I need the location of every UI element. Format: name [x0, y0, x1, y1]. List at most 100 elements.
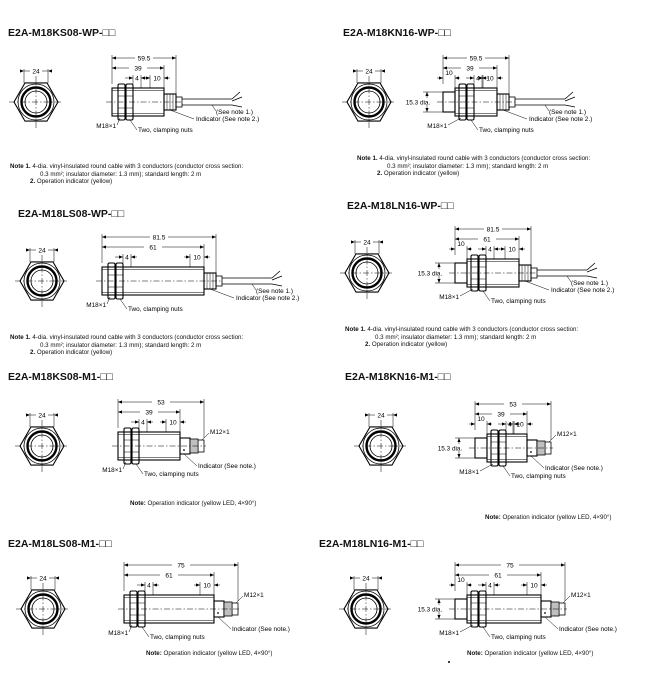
label-clamping-nuts: Two, clamping nuts [479, 127, 534, 134]
dim-overall-length: 81.5 [153, 234, 166, 241]
panel-title: E2A-M18LS08-M1-□□ [8, 538, 112, 550]
dim-sensing-head-length: 10 [457, 241, 465, 248]
dim-thread-stub: 4 [141, 419, 145, 426]
dim-body-length: 39 [145, 409, 153, 416]
note-prefix: Note: [146, 650, 162, 657]
cable [222, 277, 272, 285]
indicator-led [544, 612, 546, 614]
dimension-drawing: 24(See note 1.)Indicator (See note 2.)M1… [340, 225, 614, 305]
dim-thread-stub: 4 [125, 254, 129, 261]
note-line: 0.3 mm²; insulator diameter: 1.3 mm); st… [357, 163, 590, 171]
note-text: 0.3 mm²; insulator diameter: 1.3 mm); st… [40, 170, 202, 178]
note-text: Operation indicator (yellow) [383, 170, 460, 178]
dim-hex-width: 24 [38, 412, 46, 419]
dim-sensing-head-length: 10 [477, 416, 485, 423]
panel-notes: Note: Operation indicator (yellow LED, 4… [130, 500, 256, 508]
dim-hex-width: 24 [362, 575, 370, 582]
label-clamping-nuts: Two, clamping nuts [150, 634, 205, 641]
dim-overall-length: 75 [506, 562, 514, 569]
note-line: 2. Operation indicator (yellow) [357, 170, 590, 178]
dim-overall-length: 81.5 [487, 226, 500, 233]
label-m12-thread: M12×1 [557, 431, 577, 438]
panel-title: E2A-M18LS08-WP-□□ [18, 208, 125, 220]
label-m18-thread: M18×1 [96, 123, 116, 130]
indicator-led [530, 451, 532, 453]
panel-title: E2A-M18LN16-M1-□□ [319, 538, 424, 550]
dim-body-length: 39 [466, 65, 474, 72]
dim-sensing-diameter: 15.3 dia. [406, 99, 431, 106]
panel-notes: Note: Operation indicator (yellow LED, 4… [467, 650, 593, 658]
panel-title: E2A-M18KS08-M1-□□ [8, 371, 113, 383]
panel-title: E2A-M18KS08-WP-□□ [8, 27, 116, 39]
dim-sensing-diameter: 15.3 dia. [418, 270, 443, 277]
note-prefix: Note 1. [345, 326, 366, 333]
label-see-note-1: (See note 1.) [549, 109, 586, 116]
note-text: 4-dia. vinyl-insulated round cable with … [32, 163, 244, 170]
cable-conductors [586, 262, 598, 279]
side-view: (See note 1.)Indicator (See note 2.)M18×… [417, 225, 614, 305]
note-prefix: Note: [467, 650, 483, 657]
note-line: Note: Operation indicator (yellow LED, 4… [146, 650, 272, 658]
label-m18-thread: M18×1 [108, 630, 128, 637]
label-m18-thread: M18×1 [439, 294, 459, 301]
note-text: 0.3 mm²; insulator diameter: 1.3 mm); st… [375, 333, 537, 341]
note-text: 0.3 mm²; insulator diameter: 1.3 mm); st… [40, 341, 202, 349]
dim-sensing-diameter: 15.3 dia. [418, 606, 443, 613]
label-indicator: Indicator (See note 2.) [236, 295, 299, 302]
label-clamping-nuts: Two, clamping nuts [511, 473, 566, 480]
dim-body-length: 61 [483, 236, 491, 243]
dim-hex-width: 24 [39, 575, 47, 582]
note-line: 0.3 mm²; insulator diameter: 1.3 mm); st… [345, 334, 578, 342]
dim-body-length: 61 [149, 244, 157, 251]
dim-indicator-offset: 10 [169, 419, 177, 426]
panel-ln16-wp: E2A-M18LN16-WP-□□ 24(See note 1.)Indicato… [325, 195, 650, 360]
note-prefix: Note 1. [357, 155, 378, 162]
note-line: 0.3 mm²; insulator diameter: 1.3 mm); st… [10, 171, 243, 179]
front-view: 24 [339, 574, 393, 635]
dim-indicator-offset: 10 [516, 421, 524, 428]
panel-notes: Note 1. 4-dia. vinyl-insulated round cab… [345, 326, 578, 349]
panel-notes: Note: Operation indicator (yellow LED, 4… [146, 650, 272, 658]
note-text: Operation indicator (yellow LED, 4×90°) [163, 650, 273, 657]
dim-hex-width: 24 [377, 412, 385, 419]
panel-title: E2A-M18KN16-WP-□□ [343, 27, 451, 39]
panel-ks08-wp: E2A-M18KS08-WP-□□24(See note 1.)Indicato… [0, 22, 325, 192]
note-line: Note 1. 4-dia. vinyl-insulated round cab… [345, 326, 578, 334]
indicator-led [183, 449, 185, 451]
note-prefix: 2. [365, 341, 371, 349]
panel-title: E2A-M18LN16-WP-□□ [347, 200, 454, 212]
dim-overall-length: 59.5 [470, 55, 483, 62]
note-text: Operation indicator (yellow) [36, 349, 113, 357]
label-indicator: Indicator (See note.) [198, 463, 256, 470]
note-text: Operation indicator (yellow LED, 4×90°) [484, 650, 594, 657]
front-view: 24 [354, 411, 408, 472]
label-m12-thread: M12×1 [571, 592, 591, 599]
note-text: 4-dia. vinyl-insulated round cable with … [32, 334, 244, 341]
label-m18-thread: M18×1 [102, 467, 122, 474]
cable-conductors [231, 91, 243, 108]
note-line: Note: Operation indicator (yellow LED, 4… [467, 650, 593, 658]
dim-sensing-diameter: 15.3 dia. [438, 445, 463, 452]
note-text: 4-dia. vinyl-insulated round cable with … [379, 155, 591, 162]
dim-body-length: 61 [494, 572, 502, 579]
note-text: 0.3 mm²; insulator diameter: 1.3 mm); st… [387, 162, 549, 170]
label-indicator: Indicator (See note 2.) [551, 287, 614, 294]
cable [182, 98, 232, 106]
label-m18-thread: M18×1 [427, 123, 447, 130]
note-prefix: 2. [30, 349, 36, 357]
note-line: 2. Operation indicator (yellow) [10, 178, 243, 186]
dim-thread-stub: 4 [147, 582, 151, 589]
indicator-led [217, 612, 219, 614]
dim-overall-length: 75 [177, 562, 185, 569]
note-prefix: Note: [485, 514, 501, 521]
note-line: 2. Operation indicator (yellow) [10, 349, 243, 357]
cable [515, 98, 565, 106]
